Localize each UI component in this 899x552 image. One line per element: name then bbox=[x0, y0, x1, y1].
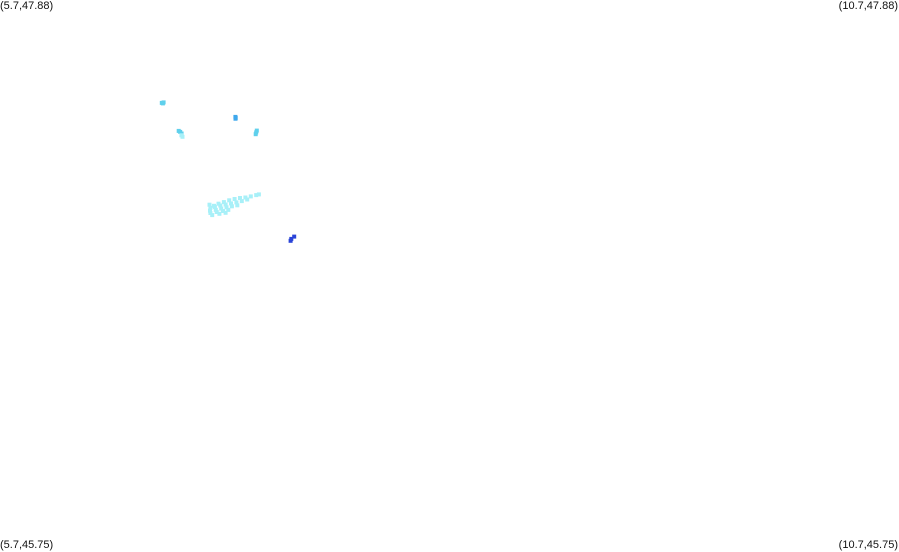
map-point bbox=[234, 200, 239, 205]
map-point bbox=[256, 192, 261, 197]
map-point bbox=[254, 193, 259, 198]
map-cluster-7 bbox=[288, 234, 297, 243]
corner-label-bottom-right: (10.7,45.75) bbox=[838, 539, 898, 551]
map-cluster-6 bbox=[207, 192, 261, 218]
map-point bbox=[160, 101, 165, 106]
map-point bbox=[219, 206, 224, 211]
map-point bbox=[210, 213, 215, 218]
map-point bbox=[227, 198, 232, 203]
map-point bbox=[207, 202, 212, 207]
map-point bbox=[229, 201, 233, 206]
map-point bbox=[221, 200, 226, 205]
map-point bbox=[229, 204, 234, 209]
map-point bbox=[212, 205, 217, 210]
map-cluster-5 bbox=[253, 128, 259, 137]
map-cluster-4 bbox=[179, 133, 185, 139]
map-cluster-2 bbox=[233, 114, 238, 121]
corner-label-top-left: (5.7,47.88) bbox=[0, 0, 54, 12]
map-point bbox=[235, 203, 240, 208]
map-point bbox=[208, 211, 213, 215]
map-point bbox=[245, 197, 250, 202]
map-point bbox=[180, 134, 185, 139]
map-point bbox=[239, 199, 244, 204]
map-point bbox=[224, 205, 229, 210]
map-point bbox=[213, 207, 218, 212]
map-point bbox=[232, 197, 237, 201]
map-point bbox=[217, 211, 222, 216]
map-point bbox=[218, 203, 223, 208]
map-cluster-1 bbox=[159, 100, 166, 106]
map-point bbox=[208, 208, 212, 213]
map-point bbox=[292, 234, 297, 239]
map-point bbox=[288, 238, 293, 243]
map-point bbox=[233, 115, 238, 120]
map-point bbox=[238, 196, 242, 200]
map-point bbox=[208, 205, 213, 210]
map-point bbox=[214, 210, 219, 214]
map-point bbox=[253, 132, 258, 137]
map-point bbox=[248, 194, 253, 199]
corner-label-top-right: (10.7,47.88) bbox=[838, 0, 898, 12]
map-point bbox=[221, 209, 225, 213]
map-point bbox=[223, 202, 228, 207]
map-point bbox=[223, 210, 228, 215]
map-point bbox=[226, 207, 231, 212]
corner-label-bottom-left: (5.7,45.75) bbox=[0, 539, 54, 551]
